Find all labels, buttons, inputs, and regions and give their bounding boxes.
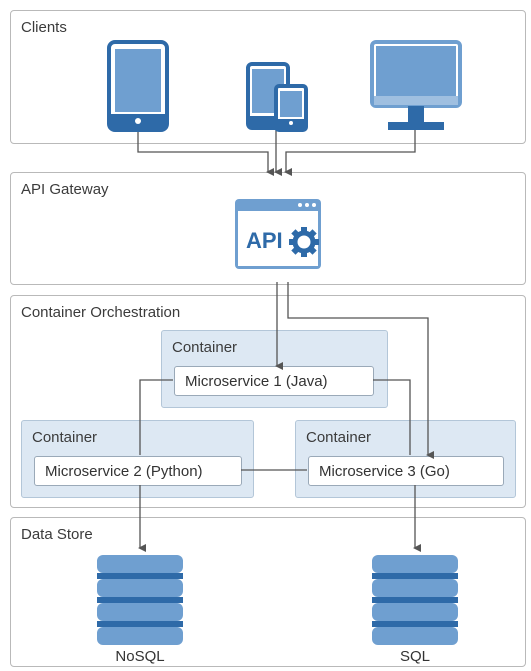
microservice-1-box: Microservice 1 (Java) [174,366,374,396]
ms1-to-ms3 [373,379,411,455]
ms1-to-ms2 [139,379,173,455]
database-icon [97,555,183,645]
orchestration-title: Container Orchestration [21,304,181,321]
microservice-3-label: Microservice 3 (Go) [319,462,450,480]
clients-title: Clients [21,19,67,36]
microservice-1-label: Microservice 1 (Java) [185,372,328,390]
desktop-monitor-icon [370,40,462,130]
microservice-3-box: Microservice 3 (Go) [308,456,504,486]
api-icon-text: API [246,228,283,253]
container-3-label: Container [306,429,372,446]
microservice-2-label: Microservice 2 (Python) [45,462,203,480]
tablet-icon [107,40,169,132]
api-gear-icon: API [234,198,322,270]
container-2-label: Container [32,429,98,446]
data-store-title: Data Store [21,526,93,543]
gateway-to-ms3 [287,282,434,459]
sql-label: SQL [399,648,430,665]
mobile-devices-icon [246,62,308,132]
nosql-label: NoSQL [115,648,165,665]
microservice-2-box: Microservice 2 (Python) [34,456,242,486]
container-1: Container Microservice 1 (Java) [161,330,388,408]
database-icon [372,555,458,645]
tablet-connector [137,130,274,176]
container-3: Container Microservice 3 (Go) [295,420,516,498]
desktop-connector [284,130,416,176]
container-2: Container Microservice 2 (Python) [21,420,254,498]
api-gateway-title: API Gateway [21,181,109,198]
container-1-label: Container [172,339,238,356]
